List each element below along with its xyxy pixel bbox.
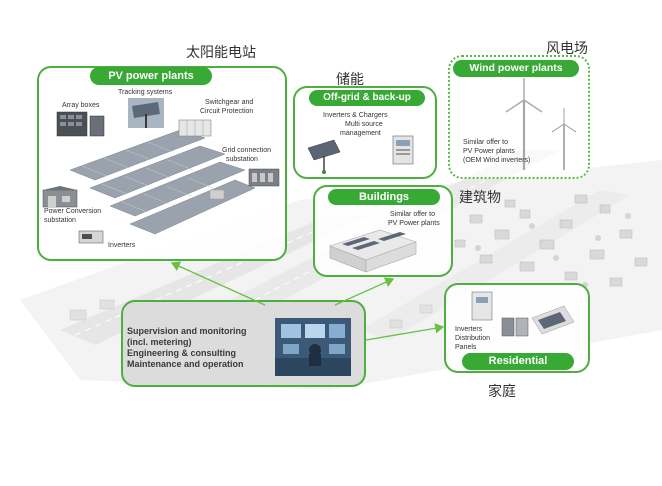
residential-cn-label: 家庭 — [488, 384, 516, 400]
tracking-system-icon — [128, 98, 164, 128]
inverters-label: Inverters — [108, 242, 136, 249]
residential-line-1: Inverters — [455, 326, 483, 333]
buildings-line-2: PV Power plants — [388, 220, 440, 227]
buildings-title[interactable]: Buildings — [328, 189, 440, 205]
power-conversion-label-1: Power Conversion — [44, 208, 102, 215]
wind-power-plants-title[interactable]: Wind power plants — [453, 60, 579, 77]
switchgear-label-1: Switchgear and — [205, 99, 254, 106]
services-line-1: Supervision and monitoring — [127, 326, 247, 336]
array-box-icon — [56, 111, 105, 137]
residential-line-3: Panels — [455, 344, 477, 351]
switchgear-label-2: Circuit Protection — [200, 108, 254, 115]
offgrid-line-3: management — [340, 130, 381, 137]
wind-line-3: (OEM Wind inverters) — [463, 157, 531, 164]
building-rooftop-pv-icon — [329, 229, 417, 273]
power-conversion-label-2: substation — [44, 217, 76, 224]
services-line-2: (incl. metering) — [127, 337, 192, 347]
power-conversion-substation-icon — [42, 186, 78, 208]
offgrid-line-1: Inverters & Chargers — [323, 112, 388, 119]
pv-power-plants-title[interactable]: PV power plants — [90, 67, 212, 85]
inverter-charger-icon — [392, 135, 414, 165]
inverter-icon — [78, 230, 104, 244]
offgrid-cn-label: 储能 — [336, 72, 364, 88]
wind-line-2: PV Power plants — [463, 148, 515, 155]
grid-connection-label-2: substation — [226, 156, 258, 163]
offgrid-line-2: Multi source — [345, 121, 383, 128]
control-room-photo-icon — [275, 318, 351, 376]
buildings-line-1: Similar offer to — [390, 211, 435, 218]
grid-connection-label-1: Grid connection — [222, 147, 272, 154]
solar-field-icon — [69, 129, 256, 235]
wind-turbine-icon — [505, 78, 577, 170]
offgrid-solar-icon — [307, 139, 341, 174]
tracking-systems-label: Tracking systems — [118, 89, 173, 96]
services-line-3: Engineering & consulting — [127, 348, 237, 358]
residential-line-2: Distribution — [455, 335, 491, 342]
services-line-4: Maintenance and operation — [127, 359, 244, 369]
buildings-cn-label: 建筑物 — [459, 190, 501, 206]
grid-substation-icon — [248, 168, 280, 187]
wind-line-1: Similar offer to — [463, 139, 508, 146]
array-boxes-label: Array boxes — [62, 102, 100, 109]
wind-cn-label: 风电场 — [546, 41, 588, 57]
offgrid-title[interactable]: Off-grid & back-up — [309, 90, 425, 106]
switchgear-icon — [178, 119, 212, 137]
pv-cn-label: 太阳能电站 — [186, 45, 256, 61]
residential-equipment-icon — [471, 291, 575, 337]
residential-title[interactable]: Residential — [462, 353, 574, 370]
